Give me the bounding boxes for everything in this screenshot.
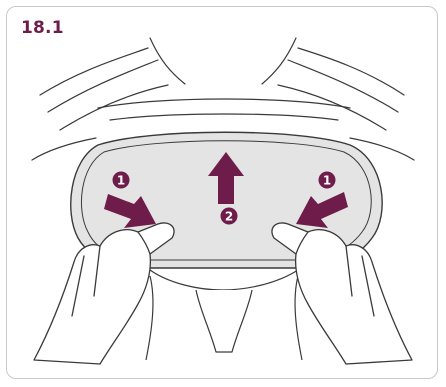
badge-1-left: 1 xyxy=(113,172,130,189)
harness-strap xyxy=(146,270,302,360)
right-hand xyxy=(272,223,412,364)
badge-2-center-text: 2 xyxy=(225,210,233,224)
badge-1-right-text: 1 xyxy=(323,174,331,188)
badge-2-center: 2 xyxy=(221,208,238,225)
badge-1-left-text: 1 xyxy=(117,174,125,188)
badge-1-right: 1 xyxy=(319,172,336,189)
